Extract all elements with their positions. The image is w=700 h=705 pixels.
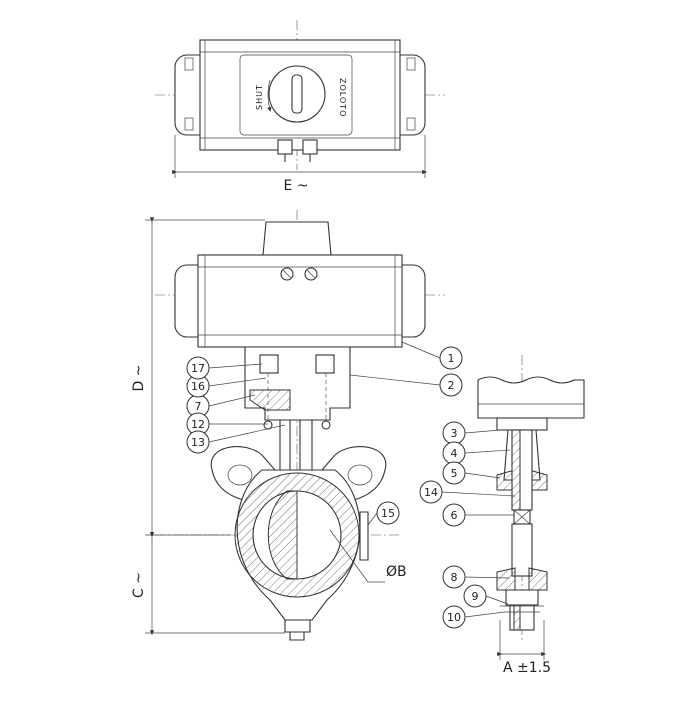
height-dimension-d: D ~ bbox=[131, 365, 147, 392]
svg-text:1: 1 bbox=[448, 352, 455, 365]
callout-bubbles: 1 2 3 4 5 6 7 8 9 10 12 13 14 15 16 17 bbox=[186, 341, 516, 629]
callout-15: 15 bbox=[376, 501, 400, 525]
svg-text:14: 14 bbox=[424, 486, 438, 499]
callout-3: 3 bbox=[442, 421, 466, 445]
callout-2: 2 bbox=[439, 373, 463, 397]
top-view-actuator: SHUT ZOLOTO E ~ bbox=[155, 20, 445, 194]
svg-text:16: 16 bbox=[191, 380, 205, 393]
svg-text:15: 15 bbox=[381, 507, 395, 520]
svg-text:4: 4 bbox=[451, 447, 458, 460]
svg-text:12: 12 bbox=[191, 418, 205, 431]
svg-text:8: 8 bbox=[451, 571, 458, 584]
svg-text:17: 17 bbox=[191, 362, 205, 375]
callout-17: 17 bbox=[186, 356, 210, 380]
front-view-valve: D ~ C ~ ØB bbox=[131, 210, 445, 641]
width-dimension-e: E ~ bbox=[283, 178, 308, 194]
side-section-view: A ±1.5 bbox=[477, 355, 585, 676]
svg-text:10: 10 bbox=[447, 611, 461, 624]
callout-4: 4 bbox=[442, 441, 466, 465]
callout-9: 9 bbox=[463, 584, 487, 608]
svg-text:6: 6 bbox=[451, 509, 458, 522]
callout-8: 8 bbox=[442, 565, 466, 589]
callout-14: 14 bbox=[419, 480, 443, 504]
callout-5: 5 bbox=[442, 461, 466, 485]
callout-16: 16 bbox=[186, 374, 210, 398]
svg-text:7: 7 bbox=[195, 400, 202, 413]
shut-label: SHUT bbox=[255, 84, 264, 110]
svg-text:5: 5 bbox=[451, 467, 458, 480]
callout-1: 1 bbox=[439, 346, 463, 370]
svg-text:9: 9 bbox=[472, 590, 479, 603]
svg-text:13: 13 bbox=[191, 436, 205, 449]
bore-dimension-b: ØB bbox=[386, 564, 407, 580]
callout-6: 6 bbox=[442, 503, 466, 527]
face-dimension-a: A ±1.5 bbox=[503, 660, 551, 676]
svg-text:3: 3 bbox=[451, 427, 458, 440]
callout-10: 10 bbox=[442, 605, 466, 629]
callout-13: 13 bbox=[186, 430, 210, 454]
height-dimension-c: C ~ bbox=[131, 572, 147, 598]
brand-label: ZOLOTO bbox=[338, 78, 347, 117]
svg-text:2: 2 bbox=[448, 379, 455, 392]
